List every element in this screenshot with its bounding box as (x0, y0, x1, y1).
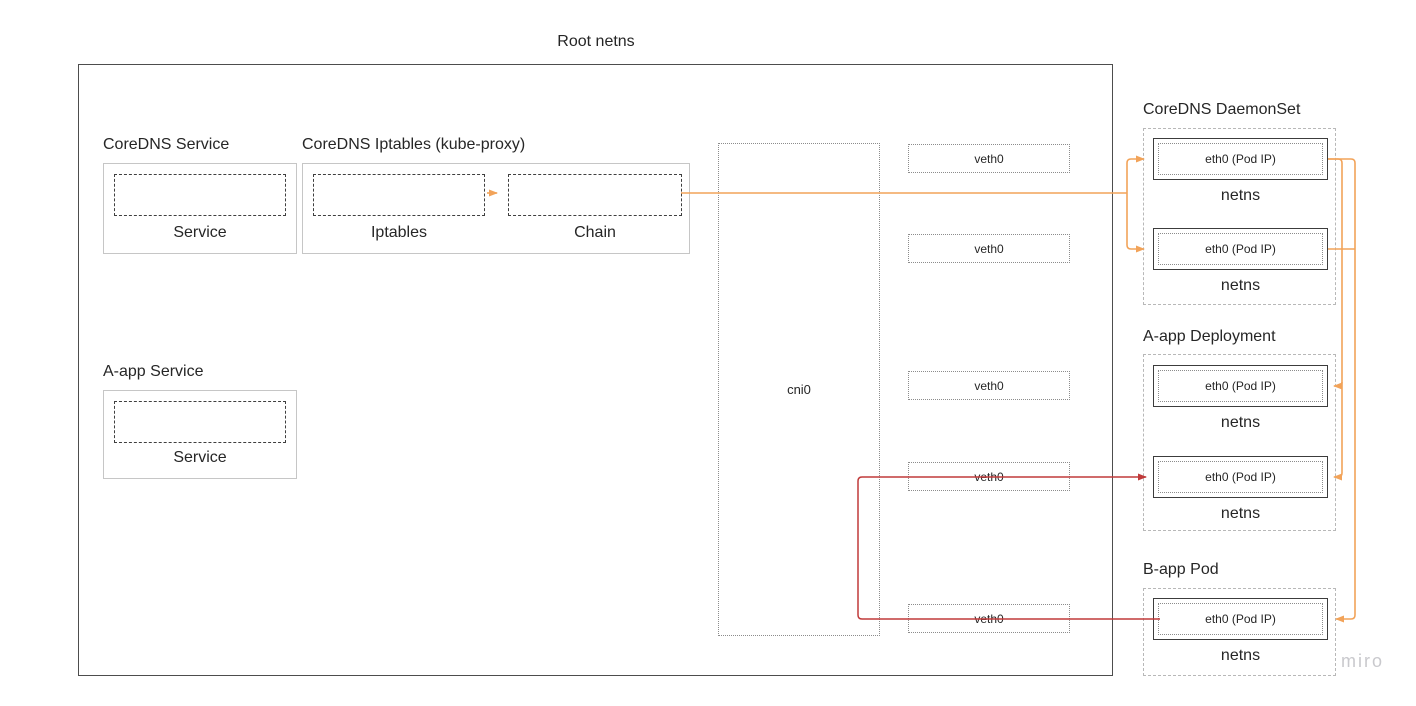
aapp-pod1-eth0-label: eth0 (Pod IP) (1158, 370, 1323, 402)
veth0-box-4[interactable]: veth0 (908, 462, 1070, 491)
bapp-netns-label: netns (1220, 647, 1261, 664)
aapp-service-label: A-app Service (103, 363, 204, 380)
chain-slot[interactable] (508, 174, 682, 216)
coredns-pod1-netns-label: netns (1220, 187, 1261, 204)
coredns-service-label: CoreDNS Service (103, 136, 230, 153)
veth0-label-2: veth0 (974, 241, 1004, 256)
cni0-bridge-box[interactable]: cni0 (718, 143, 880, 636)
arrow-into-coredns-pod1 (1126, 155, 1145, 193)
coredns-pod1-eth0-box[interactable]: eth0 (Pod IP) (1153, 138, 1328, 180)
aapp-pod2-netns-label: netns (1220, 505, 1261, 522)
veth0-label-1: veth0 (974, 151, 1004, 166)
bapp-pod-label: B-app Pod (1143, 561, 1219, 578)
coredns-service-slot[interactable] (114, 174, 286, 216)
coredns-pod2-eth0-label: eth0 (Pod IP) (1158, 233, 1323, 265)
veth0-box-3[interactable]: veth0 (908, 371, 1070, 400)
veth0-label-4: veth0 (974, 469, 1004, 484)
aapp-pod2-eth0-box[interactable]: eth0 (Pod IP) (1153, 456, 1328, 498)
coredns-pod2-netns-label: netns (1220, 277, 1261, 294)
veth0-label-5: veth0 (974, 611, 1004, 626)
coredns-iptables-label: CoreDNS Iptables (kube-proxy) (302, 136, 526, 153)
veth0-box-1[interactable]: veth0 (908, 144, 1070, 173)
veth0-box-2[interactable]: veth0 (908, 234, 1070, 263)
iptables-slot[interactable] (313, 174, 485, 216)
aapp-pod1-eth0-box[interactable]: eth0 (Pod IP) (1153, 365, 1328, 407)
coredns-pod2-eth0-box[interactable]: eth0 (Pod IP) (1153, 228, 1328, 270)
iptables-caption: Iptables (370, 224, 428, 241)
aapp-service-caption: Service (173, 449, 227, 466)
veth0-label-3: veth0 (974, 378, 1004, 393)
coredns-service-caption: Service (173, 224, 227, 241)
coredns-daemonset-label: CoreDNS DaemonSet (1143, 101, 1301, 118)
coredns-iptables-box[interactable]: Iptables Chain (302, 163, 690, 254)
coredns-pod1-eth0-label: eth0 (Pod IP) (1158, 143, 1323, 175)
aapp-pod2-eth0-label: eth0 (Pod IP) (1158, 461, 1323, 493)
miro-watermark[interactable]: miro (1341, 651, 1384, 671)
bapp-eth0-label: eth0 (Pod IP) (1158, 603, 1323, 635)
chain-caption: Chain (574, 224, 616, 241)
cni0-label: cni0 (787, 382, 811, 397)
arrow-into-coredns-pod2 (1126, 193, 1145, 253)
aapp-deployment-label: A-app Deployment (1143, 328, 1276, 345)
aapp-pod1-netns-label: netns (1220, 414, 1261, 431)
aapp-service-slot[interactable] (114, 401, 286, 443)
root-netns-title: Root netns (557, 33, 635, 50)
coredns-service-box[interactable]: Service (103, 163, 297, 254)
bapp-eth0-box[interactable]: eth0 (Pod IP) (1153, 598, 1328, 640)
veth0-box-5[interactable]: veth0 (908, 604, 1070, 633)
aapp-service-box[interactable]: Service (103, 390, 297, 479)
